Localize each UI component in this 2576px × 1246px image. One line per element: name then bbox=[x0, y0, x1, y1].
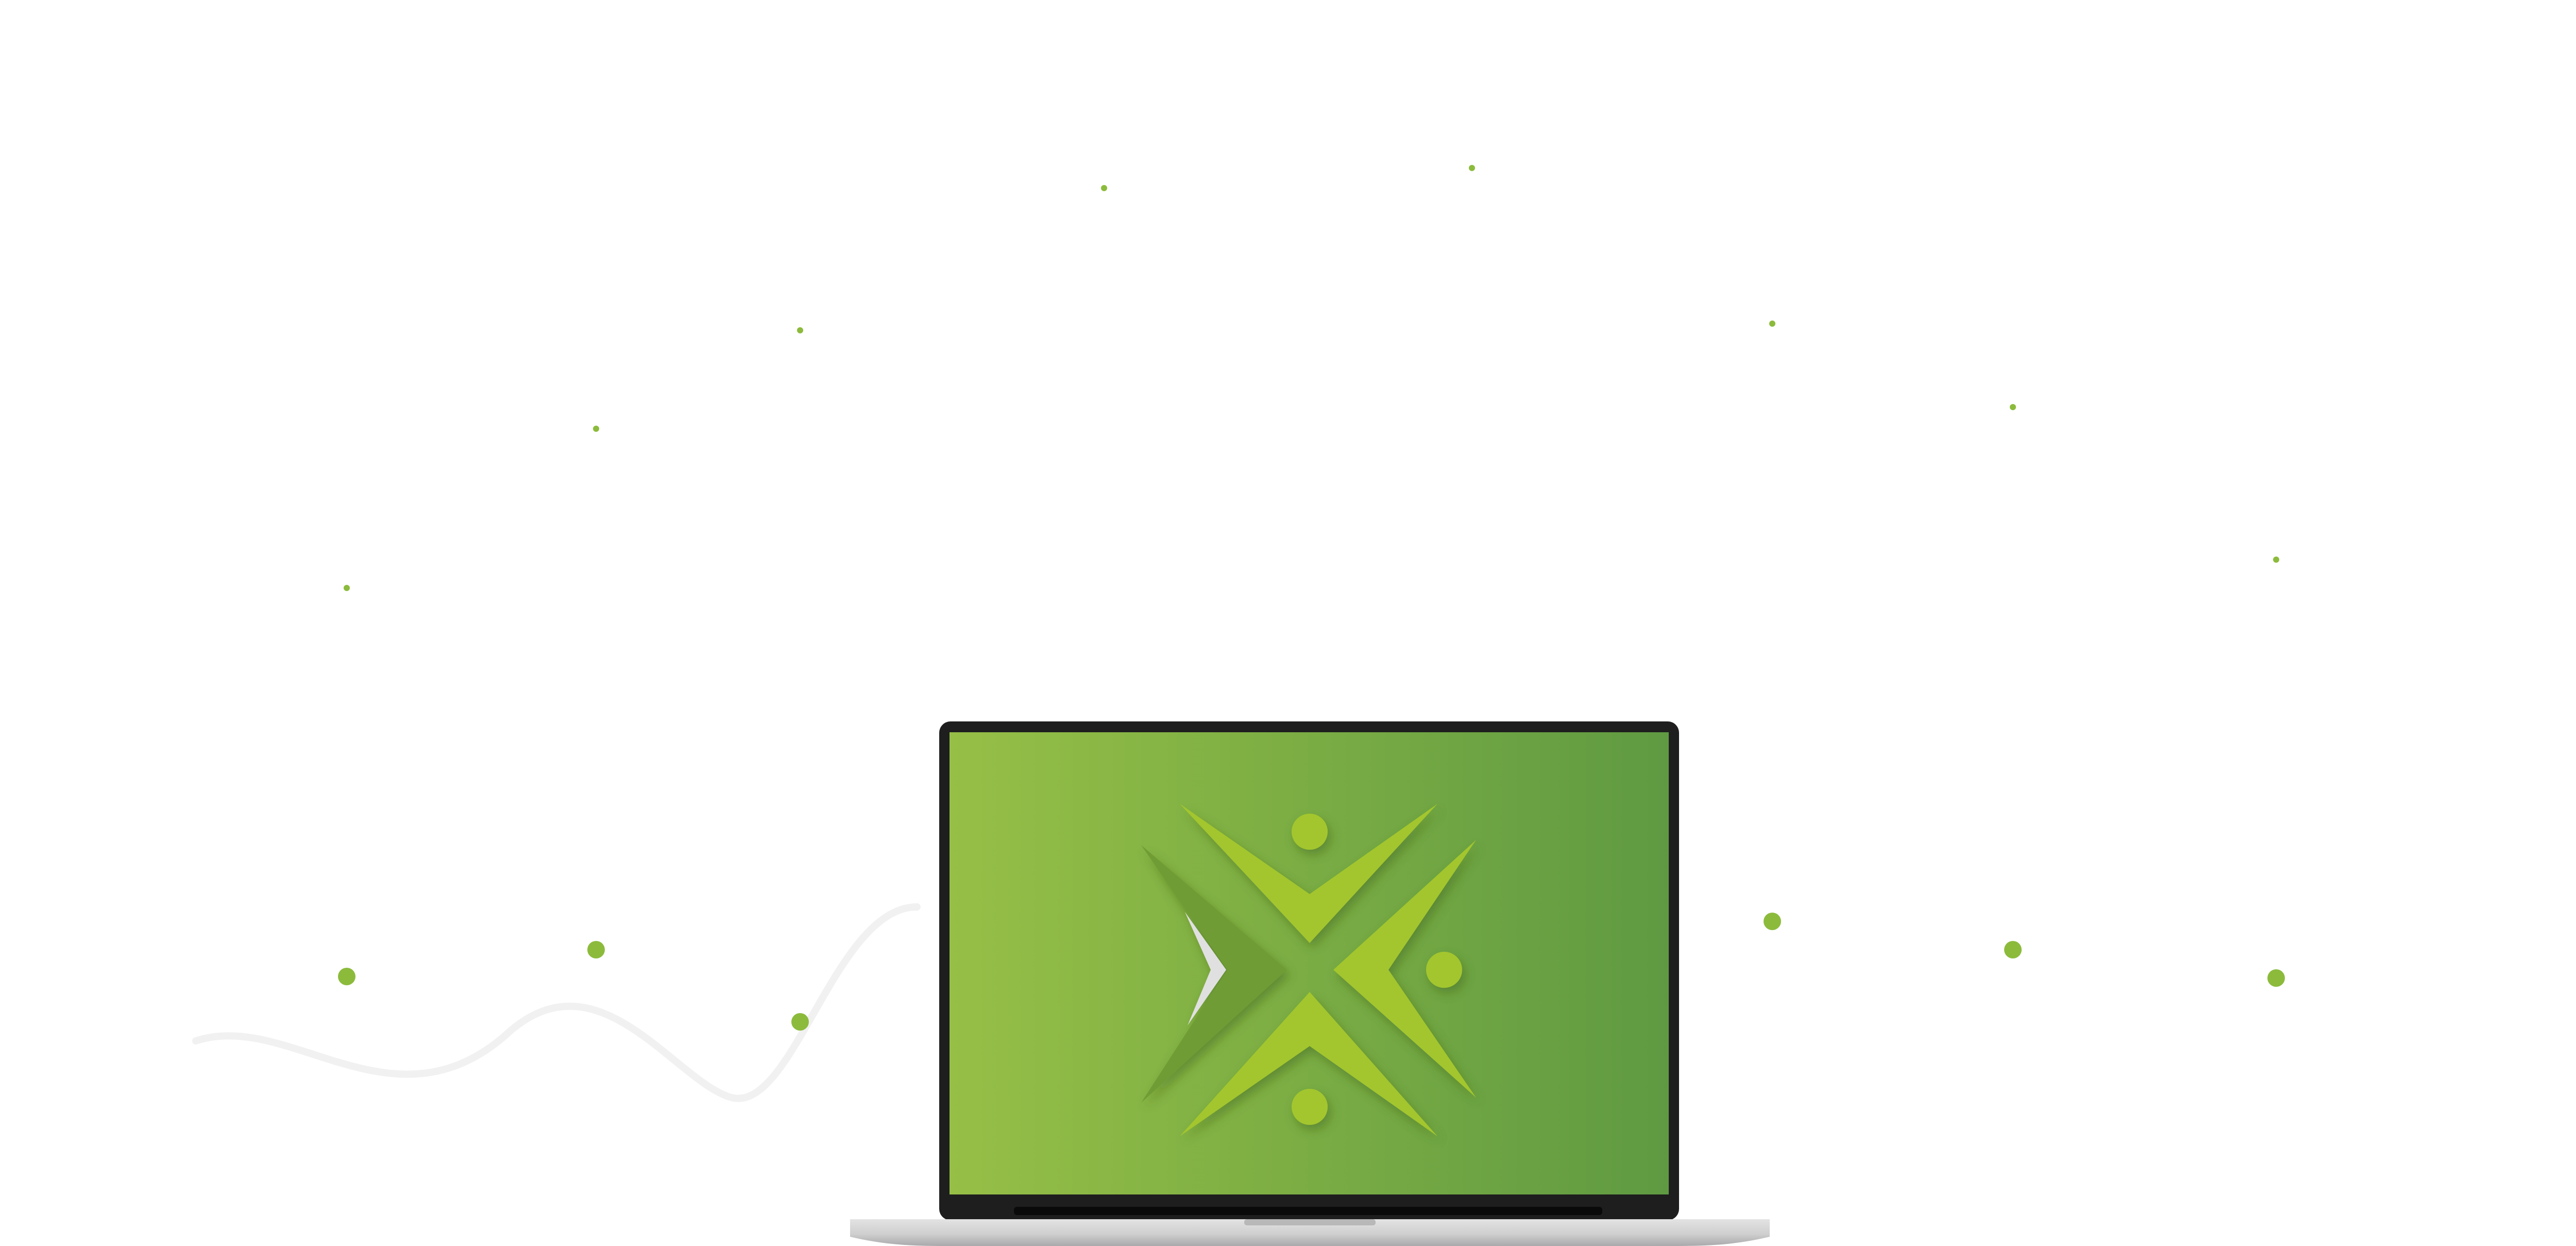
logo-left-highlight bbox=[1185, 912, 1226, 1025]
logo-right-chevron bbox=[1333, 840, 1476, 1098]
dot bbox=[2010, 404, 2016, 410]
large-dots-row bbox=[338, 913, 2285, 1031]
dot bbox=[1769, 321, 1775, 327]
logo-head-bottom bbox=[1292, 1089, 1328, 1125]
dot bbox=[587, 941, 605, 958]
logo-head-top bbox=[1292, 814, 1328, 850]
dot bbox=[1764, 913, 1781, 930]
dot bbox=[338, 968, 355, 985]
laptop-notch bbox=[1244, 1219, 1376, 1225]
dot bbox=[1101, 185, 1107, 191]
logo-head-right bbox=[1426, 952, 1462, 988]
laptop-icon bbox=[850, 721, 1770, 1246]
logo-bottom-chevron bbox=[1180, 992, 1437, 1136]
laptop-base bbox=[850, 1219, 1770, 1246]
dot bbox=[344, 585, 350, 591]
dot bbox=[1469, 165, 1475, 171]
small-dots-arc bbox=[344, 165, 2279, 591]
dot bbox=[2267, 969, 2285, 987]
logo-top-chevron bbox=[1180, 804, 1437, 943]
dot bbox=[791, 1013, 809, 1031]
dot bbox=[2273, 557, 2279, 563]
faint-wave-line bbox=[192, 903, 921, 1102]
laptop-screen bbox=[950, 732, 1669, 1194]
laptop-hinge bbox=[1014, 1207, 1602, 1215]
dot bbox=[797, 327, 803, 333]
x-people-logo-icon bbox=[1141, 804, 1476, 1136]
logo-left-chevron bbox=[1141, 845, 1287, 1103]
dot bbox=[593, 426, 599, 432]
dot bbox=[2004, 941, 2022, 958]
